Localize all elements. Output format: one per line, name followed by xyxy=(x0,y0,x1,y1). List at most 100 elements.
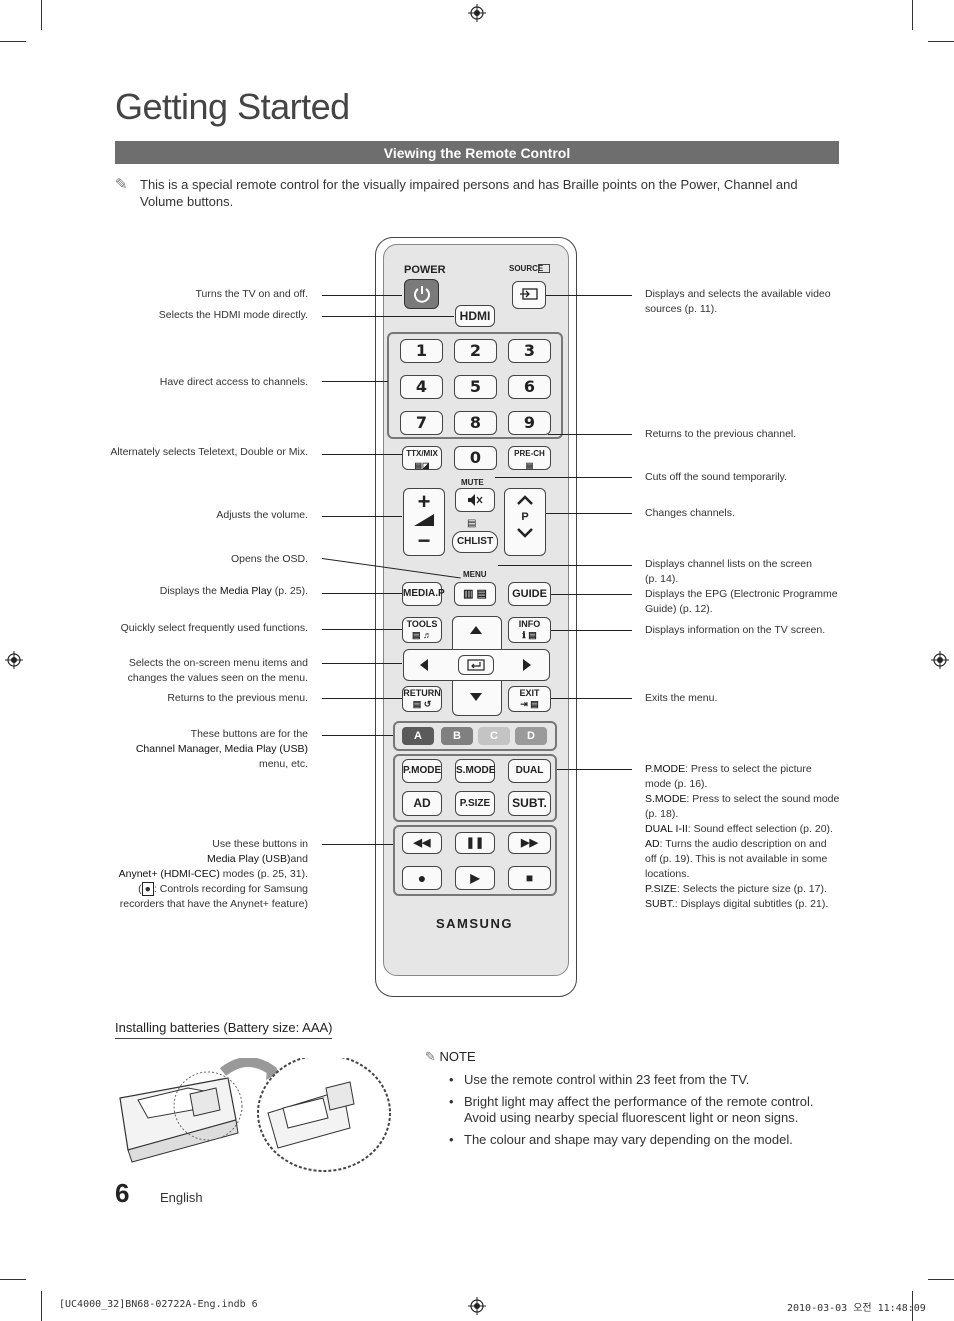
source-button[interactable] xyxy=(512,281,546,309)
media-p-button[interactable]: MEDIA.P xyxy=(402,582,445,606)
arrow-left-icon[interactable] xyxy=(419,658,429,672)
power-label: POWER xyxy=(404,264,446,276)
leader-line xyxy=(322,844,393,845)
source-icon xyxy=(520,288,538,300)
digit-6-button[interactable]: 6 xyxy=(508,375,551,399)
label-text: : Selects the picture size (p. 17). xyxy=(676,883,827,895)
list-item: Bright light may affect the performance … xyxy=(447,1094,837,1126)
hdmi-button[interactable]: HDMI xyxy=(455,305,495,327)
color-button-d[interactable]: D xyxy=(515,727,547,745)
subt-button[interactable]: SUBT. xyxy=(508,791,551,816)
label-text: (p. 25). xyxy=(271,585,308,597)
volume-rocker[interactable]: + − xyxy=(403,488,445,556)
digit-9-button[interactable]: 9 xyxy=(508,411,551,435)
digit-2-button[interactable]: 2 xyxy=(454,339,497,363)
tools-icon: ▤ ♬ xyxy=(411,630,432,640)
label-guide: Displays the EPG (Electronic Programme G… xyxy=(645,588,838,615)
leader-line xyxy=(551,594,632,595)
s-mode-button[interactable]: S.MODE xyxy=(455,759,495,783)
label-volume: Adjusts the volume. xyxy=(216,509,308,521)
label-key: P.MODE xyxy=(645,763,686,775)
digit-3-button[interactable]: 3 xyxy=(508,339,551,363)
label-channel: Changes channels. xyxy=(645,507,735,519)
chlist-button[interactable]: CHLIST xyxy=(452,531,498,553)
exit-icon: ⇥ ▤ xyxy=(520,699,539,709)
label-bold: Media Play xyxy=(219,585,272,597)
fast-forward-button[interactable]: ▶▶ xyxy=(508,832,551,854)
enter-button[interactable] xyxy=(458,655,494,675)
play-button[interactable]: ▶ xyxy=(455,866,495,890)
crop-mark xyxy=(0,1279,26,1280)
digit-1-button[interactable]: 1 xyxy=(400,339,443,363)
dual-button[interactable]: DUAL xyxy=(508,759,551,783)
page-number: 6 xyxy=(115,1178,130,1208)
pencil-icon: ✎ xyxy=(425,1049,440,1064)
leader-line xyxy=(551,630,632,631)
pre-ch-button[interactable]: PRE-CH▤ xyxy=(508,446,551,470)
return-icon: ▤ ↺ xyxy=(412,699,432,709)
leader-line xyxy=(322,629,402,630)
enter-icon xyxy=(467,659,485,671)
color-button-b[interactable]: B xyxy=(441,727,473,745)
intro-text: This is a special remote control for the… xyxy=(140,177,798,209)
note-label: NOTE xyxy=(439,1049,476,1064)
mode-buttons-group xyxy=(393,754,557,822)
pause-button[interactable]: ❚❚ xyxy=(455,832,495,854)
label-modes: P.MODE: Press to select the picture mode… xyxy=(645,762,840,912)
ad-button[interactable]: AD xyxy=(402,791,442,816)
list-item: Use the remote control within 23 feet fr… xyxy=(447,1072,837,1088)
digit-5-button[interactable]: 5 xyxy=(454,375,497,399)
remote-body xyxy=(383,244,569,976)
record-button[interactable]: ● xyxy=(402,866,442,890)
note-heading: ✎ NOTE xyxy=(425,1049,476,1065)
label-key: SUBT. xyxy=(645,898,675,910)
batteries-heading: Installing batteries (Battery size: AAA) xyxy=(115,1020,333,1039)
stop-button[interactable]: ■ xyxy=(508,866,551,890)
p-size-button[interactable]: P.SIZE xyxy=(455,791,495,816)
label-menu: Opens the OSD. xyxy=(230,553,308,565)
arrow-up-icon[interactable] xyxy=(469,625,483,635)
channel-up-icon xyxy=(517,495,533,505)
label-chlist: Displays channel lists on the screen (p.… xyxy=(645,558,812,585)
crop-mark xyxy=(928,1279,954,1280)
rewind-button[interactable]: ◀◀ xyxy=(402,832,442,854)
mute-button[interactable] xyxy=(455,488,495,512)
guide-button[interactable]: GUIDE xyxy=(508,582,551,606)
crop-mark xyxy=(912,0,913,30)
power-icon xyxy=(413,286,430,303)
leader-line xyxy=(322,316,454,317)
leader-line xyxy=(557,769,632,770)
stop-icon: ■ xyxy=(525,871,534,885)
crop-mark xyxy=(912,1291,913,1321)
color-button-a[interactable]: A xyxy=(402,727,434,745)
source-label: SOURCE xyxy=(509,264,544,273)
color-button-c[interactable]: C xyxy=(478,727,510,745)
registration-mark-icon xyxy=(468,4,486,22)
digit-7-button[interactable]: 7 xyxy=(400,411,443,435)
ttx-mix-button[interactable]: TTX/MIX▤◪ xyxy=(402,446,442,470)
digit-8-button[interactable]: 8 xyxy=(454,411,497,435)
digit-0-button[interactable]: 0 xyxy=(454,446,497,470)
arrow-right-icon[interactable] xyxy=(522,658,532,672)
exit-button[interactable]: EXIT⇥ ▤ xyxy=(508,686,551,712)
tools-button[interactable]: TOOLS▤ ♬ xyxy=(402,617,442,643)
arrow-down-icon[interactable] xyxy=(469,692,483,702)
label-source: Displays and selects the available video… xyxy=(645,288,831,315)
leader-line xyxy=(546,295,632,296)
menu-button[interactable]: ▥ ▤ xyxy=(454,582,496,606)
return-button[interactable]: RETURN▤ ↺ xyxy=(402,686,442,712)
samsung-logo: SAMSUNG xyxy=(436,916,513,931)
label-exit: Exits the menu. xyxy=(645,692,718,704)
digit-4-button[interactable]: 4 xyxy=(400,375,443,399)
leader-line xyxy=(551,698,632,699)
page-title: Getting Started xyxy=(115,86,350,127)
power-button[interactable] xyxy=(404,279,439,309)
label-text: : Turns the audio description on and off… xyxy=(645,838,828,880)
p-mode-button[interactable]: P.MODE xyxy=(402,759,442,783)
teletext-icon: ▤ xyxy=(467,518,477,529)
channel-rocker[interactable]: P xyxy=(504,488,546,556)
label-text: Selects the on-screen menu items and xyxy=(128,657,308,669)
